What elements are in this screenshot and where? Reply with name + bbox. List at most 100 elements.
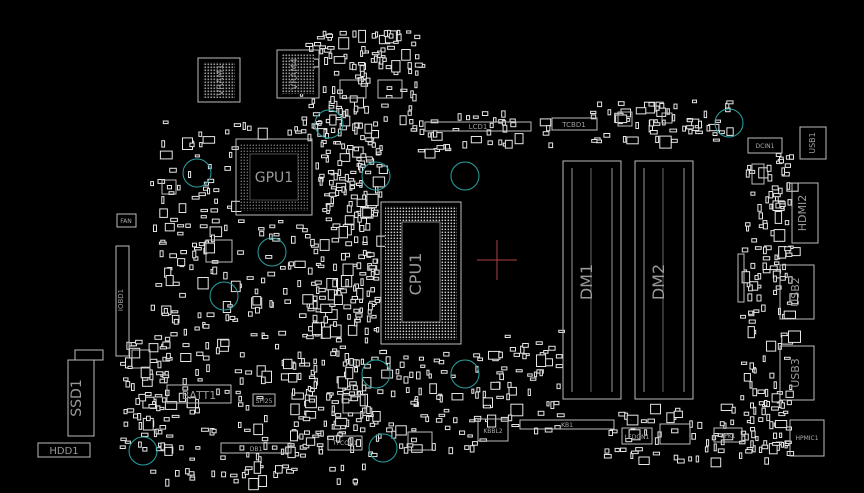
smd-component xyxy=(233,123,242,127)
smd-component xyxy=(283,288,288,295)
smd-component xyxy=(202,324,210,329)
smd-component xyxy=(324,193,330,197)
smd-component xyxy=(498,139,503,146)
smd-component xyxy=(238,421,242,428)
smd-component xyxy=(341,253,346,261)
smd-component xyxy=(339,30,347,36)
smd-component xyxy=(338,37,350,50)
smd-component xyxy=(762,355,766,363)
tcbd-label: TCBD1 xyxy=(561,121,585,129)
smd-component xyxy=(248,311,253,317)
smd-component xyxy=(754,275,759,281)
smd-component xyxy=(666,412,675,424)
smd-component xyxy=(784,220,790,226)
smd-component xyxy=(342,263,354,276)
smd-component xyxy=(302,119,308,126)
smd-component xyxy=(749,362,754,370)
smd-component xyxy=(245,405,250,411)
smd-component xyxy=(359,307,364,313)
smd-component xyxy=(529,377,537,381)
smd-component xyxy=(751,238,758,243)
smd-component xyxy=(779,276,786,281)
smd-component xyxy=(467,434,473,438)
smd-component xyxy=(349,95,358,103)
smd-component xyxy=(395,368,400,375)
smd-component xyxy=(783,410,789,414)
smd-component xyxy=(360,411,364,419)
smd-component xyxy=(761,407,766,416)
smd-component xyxy=(451,393,464,401)
smd-component xyxy=(655,105,660,111)
smd-component xyxy=(779,432,783,439)
smd-component xyxy=(157,179,166,184)
smd-component xyxy=(354,126,358,135)
smd-component xyxy=(234,369,243,374)
smd-component xyxy=(307,267,313,275)
smd-component xyxy=(381,369,394,379)
smd-component xyxy=(708,123,720,132)
smd-component xyxy=(146,415,151,422)
smd-component xyxy=(297,372,302,380)
smd-component xyxy=(430,119,439,124)
smd-component xyxy=(252,296,262,306)
cpu-label: CPU1 xyxy=(406,253,425,296)
smd-component xyxy=(359,225,365,232)
smd-component xyxy=(265,255,273,259)
smd-component xyxy=(762,269,771,274)
smd-component xyxy=(774,211,783,224)
vram4-chip: VRAM4 xyxy=(276,49,320,99)
smd-component xyxy=(301,116,308,121)
smd-component xyxy=(200,215,207,219)
smd-component xyxy=(556,383,561,390)
smd-component xyxy=(356,182,363,186)
smd-component xyxy=(305,42,313,48)
smd-component xyxy=(546,125,551,132)
smd-component xyxy=(358,77,363,85)
smd-component xyxy=(325,149,331,154)
smd-component xyxy=(354,319,361,323)
smd-component xyxy=(506,393,510,401)
smd-component xyxy=(771,406,779,411)
smd-component xyxy=(726,127,734,136)
smd-component xyxy=(297,351,302,360)
smd-component xyxy=(129,347,141,359)
smd-component xyxy=(745,169,750,178)
smd-component xyxy=(307,307,315,312)
smd-component xyxy=(347,438,352,446)
cpu-chip: CPU1 xyxy=(380,201,462,345)
smd-component xyxy=(161,397,167,403)
smd-component xyxy=(385,356,391,365)
smd-component xyxy=(750,440,754,448)
smd-component xyxy=(671,428,679,434)
smd-component xyxy=(414,34,421,40)
misc-outlines xyxy=(74,79,765,451)
smd-component xyxy=(317,406,325,411)
smd-component xyxy=(775,285,782,290)
smd-component xyxy=(785,390,794,398)
smd-component xyxy=(682,125,687,132)
smd-component xyxy=(319,295,326,300)
smd-component xyxy=(371,142,376,148)
smd-component xyxy=(719,130,725,135)
smd-component xyxy=(477,357,483,362)
smd-component xyxy=(329,114,337,126)
smd-component xyxy=(359,272,367,276)
smd-component xyxy=(749,416,755,424)
smd-component xyxy=(161,312,170,317)
smd-component xyxy=(294,126,298,132)
smd-component xyxy=(399,115,407,126)
smd-component xyxy=(325,33,333,38)
smd-component xyxy=(507,414,513,422)
smd-component xyxy=(256,396,264,400)
smd-component xyxy=(558,329,565,333)
smd-component xyxy=(756,294,762,302)
smd-component xyxy=(326,203,331,212)
smd-component xyxy=(411,444,423,453)
smd-component xyxy=(314,280,322,285)
smd-component xyxy=(229,151,233,158)
smd-component xyxy=(296,224,304,229)
smd-component xyxy=(315,162,319,170)
smd-component xyxy=(345,148,350,154)
smd-component xyxy=(189,457,195,461)
